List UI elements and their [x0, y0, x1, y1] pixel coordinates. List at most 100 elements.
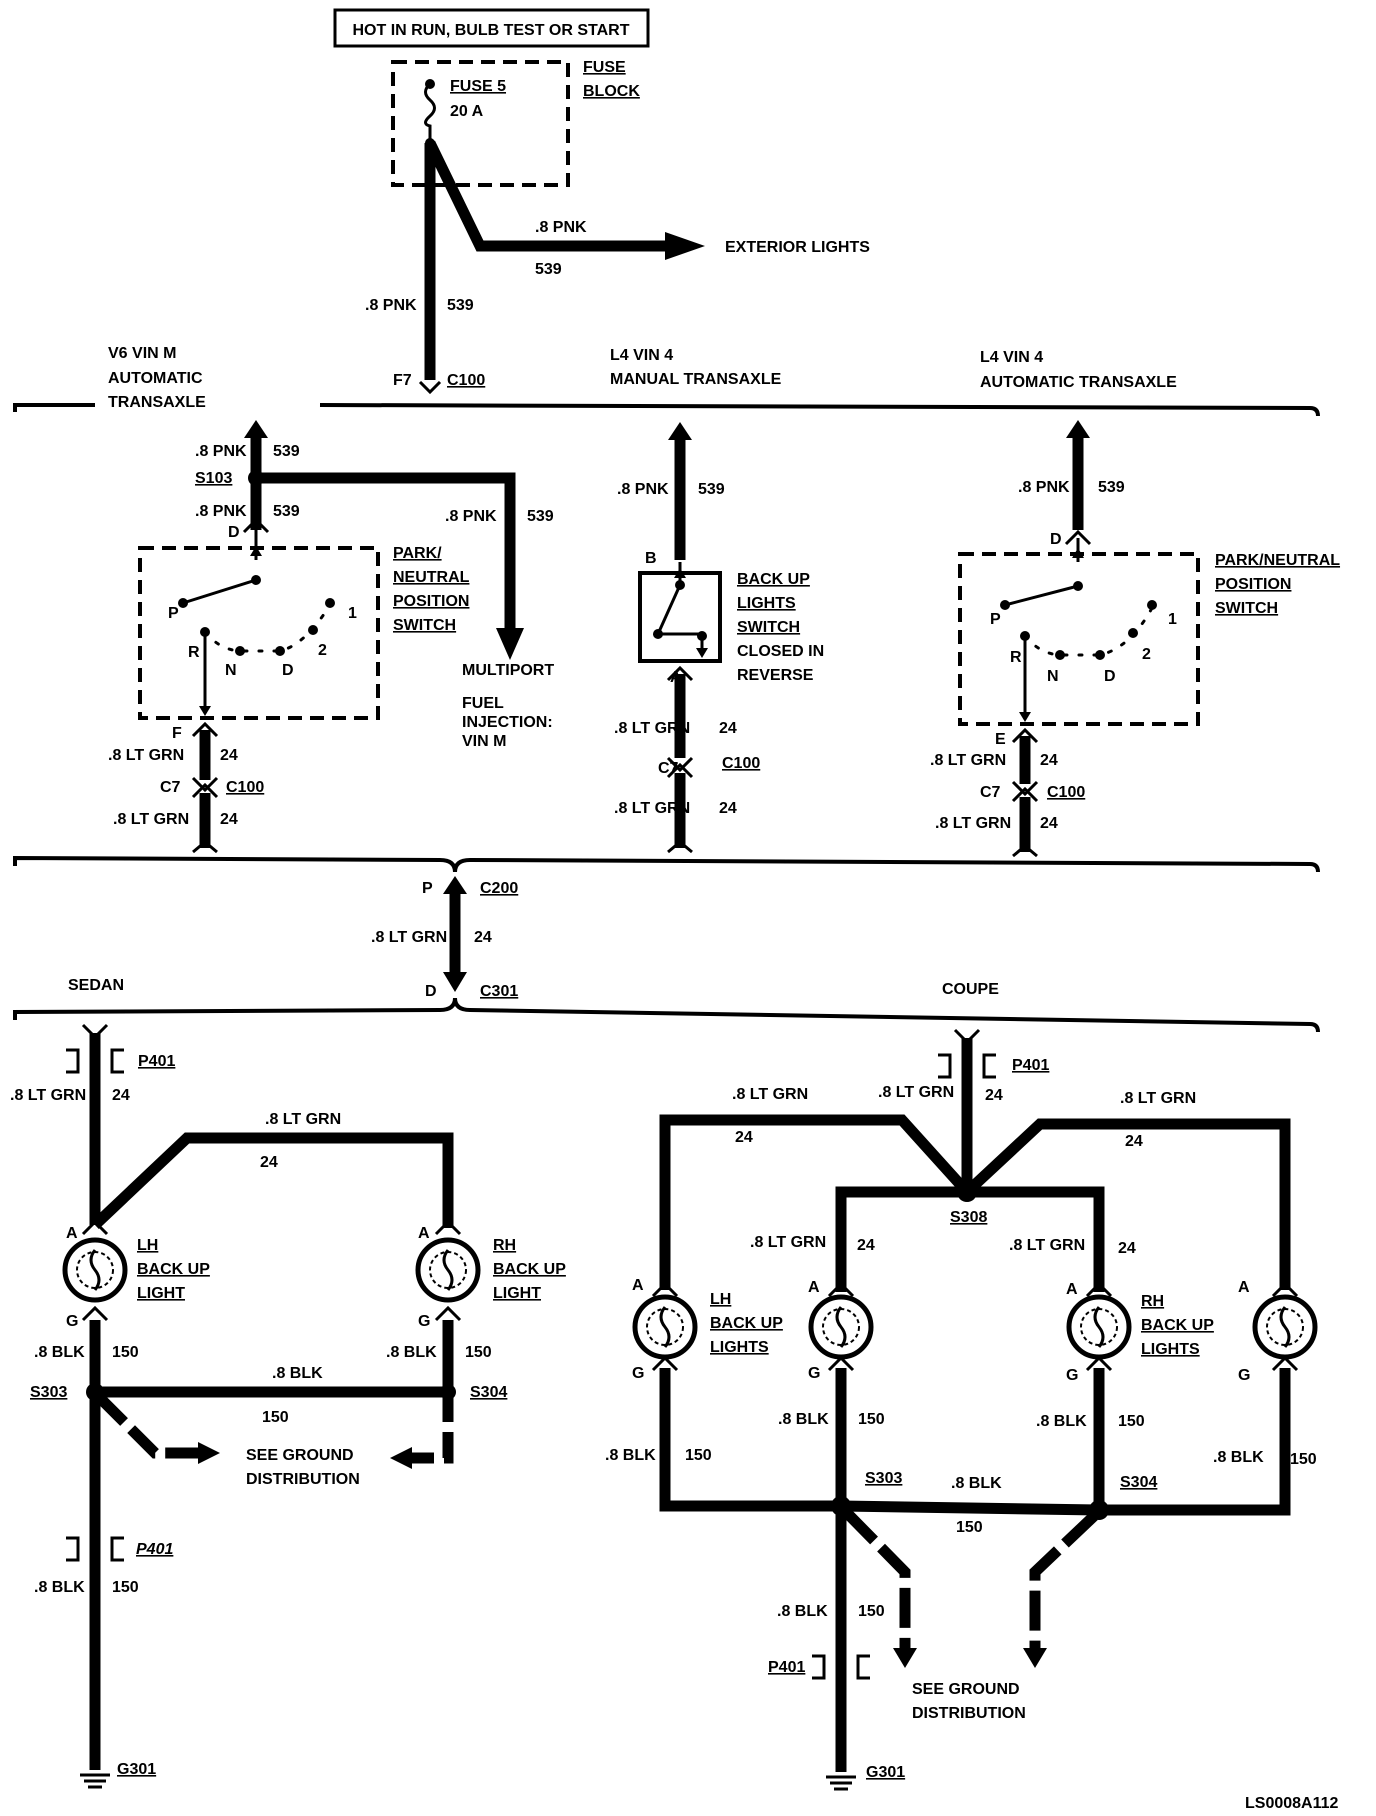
- l4m-switch-3: SWITCH: [737, 619, 800, 636]
- v6-circ-d: 24: [220, 811, 238, 828]
- coupe-title: COUPE: [942, 981, 999, 998]
- sedan-p401-bottom: [66, 1536, 124, 1562]
- coupe-pin-a-4: A: [1238, 1279, 1250, 1296]
- l4m-wire-d: .8 LT GRN: [614, 800, 690, 817]
- coupe-wire-ol: .8 BLK: [605, 1447, 656, 1464]
- v6-pos-1: 1: [348, 605, 357, 622]
- coupe-splice-s308: S308: [950, 1209, 987, 1226]
- l4m-switch-2: LIGHTS: [737, 595, 796, 612]
- v6-pin-bottom: F: [172, 725, 182, 742]
- l4m-pin-bottom: A: [670, 669, 682, 686]
- l4-auto-circuit: [958, 420, 1200, 858]
- coupe-conn-bottom: P401: [768, 1659, 805, 1676]
- coupe-lh-label-2: BACK UP: [710, 1315, 783, 1332]
- coupe-circ-left: 24: [735, 1129, 753, 1146]
- mid-circuit: 24: [474, 929, 492, 946]
- middle-c200-c301: [443, 876, 467, 992]
- l4a-circ-a: 539: [1098, 479, 1125, 496]
- coupe-lh-label-1: LH: [710, 1291, 731, 1308]
- main-circuit: 539: [447, 297, 474, 314]
- coupe-circ-or: 150: [1290, 1451, 1317, 1468]
- v6-switch-2: NEUTRAL: [393, 569, 470, 586]
- l4a-title-2: AUTOMATIC TRANSAXLE: [980, 374, 1177, 391]
- coupe-p401-top: [938, 1053, 996, 1079]
- coupe-backup-light-3: [1066, 1294, 1132, 1360]
- coupe-pin-g-2: G: [808, 1365, 820, 1382]
- l4a-pos-r: R: [1010, 649, 1022, 666]
- coupe-pin-a-1: A: [632, 1277, 644, 1294]
- l4m-wire-c: .8 LT GRN: [614, 720, 690, 737]
- sedan-bridge-circ: 150: [262, 1409, 289, 1426]
- sedan-lh-label-3: LIGHT: [137, 1285, 185, 1302]
- coupe-circ-gl: 150: [858, 1411, 885, 1428]
- fuse-symbol: [424, 79, 436, 148]
- v6-wire-b: .8 PNK: [195, 503, 247, 520]
- sedan-rh-label-3: LIGHT: [493, 1285, 541, 1302]
- l4a-wire-d: .8 LT GRN: [935, 815, 1011, 832]
- v6-switch-4: SWITCH: [393, 617, 456, 634]
- l4a-switch-2: POSITION: [1215, 576, 1291, 593]
- coupe-circ-ir: 24: [1118, 1240, 1136, 1257]
- l4a-pos-n: N: [1047, 668, 1059, 685]
- c100-top-label: C100: [447, 372, 485, 389]
- coupe-bridge-circ: 150: [956, 1519, 983, 1536]
- coupe-pin-a-3: A: [1066, 1281, 1078, 1298]
- sedan-title: SEDAN: [68, 977, 124, 994]
- sedan-lh-label-1: LH: [137, 1237, 158, 1254]
- coupe-circ-right: 24: [1125, 1133, 1143, 1150]
- sedan-rh-label-1: RH: [493, 1237, 516, 1254]
- sedan-wire-main: .8 LT GRN: [10, 1087, 86, 1104]
- sedan-p401-top: [66, 1048, 124, 1074]
- coupe-circ-gr: 150: [1118, 1413, 1145, 1430]
- l4a-circ-c: 24: [1040, 752, 1058, 769]
- sedan-lh-backup-light: [62, 1237, 128, 1303]
- coupe-rh-label-3: LIGHTS: [1141, 1341, 1200, 1358]
- sedan-conn-bottom: P401: [136, 1541, 173, 1558]
- multiport-4: VIN M: [462, 733, 506, 750]
- fuse-rating: 20 A: [450, 103, 484, 120]
- coupe-backup-light-4: [1252, 1294, 1318, 1360]
- multiport-2: FUEL: [462, 695, 504, 712]
- sedan-lh-pin-g: G: [66, 1313, 78, 1330]
- coupe-conn-top: P401: [1012, 1057, 1049, 1074]
- coupe-pin-g-1: G: [632, 1365, 644, 1382]
- l4a-pos-1: 1: [1168, 611, 1177, 628]
- hot-header: HOT IN RUN, BULB TEST OR START: [352, 22, 629, 39]
- l4a-title-1: L4 VIN 4: [980, 349, 1043, 366]
- multiport-3: INJECTION:: [462, 714, 553, 731]
- sedan-lh-gnd-wire: .8 BLK: [34, 1344, 85, 1361]
- sedan-rh-label-2: BACK UP: [493, 1261, 566, 1278]
- sedan-rh-pin-g: G: [418, 1313, 430, 1330]
- sedan-circuit: [80, 1023, 462, 1789]
- coupe-wire-right: .8 LT GRN: [1120, 1090, 1196, 1107]
- l4a-pin-bottom: E: [995, 731, 1006, 748]
- figure-id: LS0008A112: [1245, 1795, 1339, 1812]
- coupe-wire-bottom: .8 BLK: [777, 1603, 828, 1620]
- v6-circ-a: 539: [273, 443, 300, 460]
- coupe-circ-il: 24: [857, 1237, 875, 1254]
- v6-switch-1: PARK/: [393, 545, 442, 562]
- sedan-rh-gnd-circ: 150: [465, 1344, 492, 1361]
- sedan-conn-top: P401: [138, 1053, 175, 1070]
- coupe-circ-bottom: 150: [858, 1603, 885, 1620]
- coupe-backup-light-1: [632, 1294, 698, 1360]
- sedan-rh-pin-a: A: [418, 1225, 430, 1242]
- l4a-circ-d: 24: [1040, 815, 1058, 832]
- v6-title-1: V6 VIN M: [108, 345, 176, 362]
- sedan-rh-gnd-wire: .8 BLK: [386, 1344, 437, 1361]
- coupe-circ-ol: 150: [685, 1447, 712, 1464]
- hot-header-box: [333, 8, 650, 48]
- fuse-block-box: [391, 60, 570, 187]
- l4a-conn-pin: C7: [980, 784, 1001, 801]
- sedan-bridge-wire: .8 BLK: [272, 1365, 323, 1382]
- l4a-wire-c: .8 LT GRN: [930, 752, 1006, 769]
- upper-bus-left: [13, 403, 95, 412]
- coupe-backup-light-2: [808, 1294, 874, 1360]
- upper-bus-right: [319, 403, 1320, 417]
- coupe-pin-g-3: G: [1066, 1367, 1078, 1384]
- sedan-wire-bottom: .8 BLK: [34, 1579, 85, 1596]
- l4-manual-circuit: [638, 422, 722, 854]
- fuse-name: FUSE 5: [450, 78, 506, 95]
- mid-conn-bottom: C301: [480, 983, 518, 1000]
